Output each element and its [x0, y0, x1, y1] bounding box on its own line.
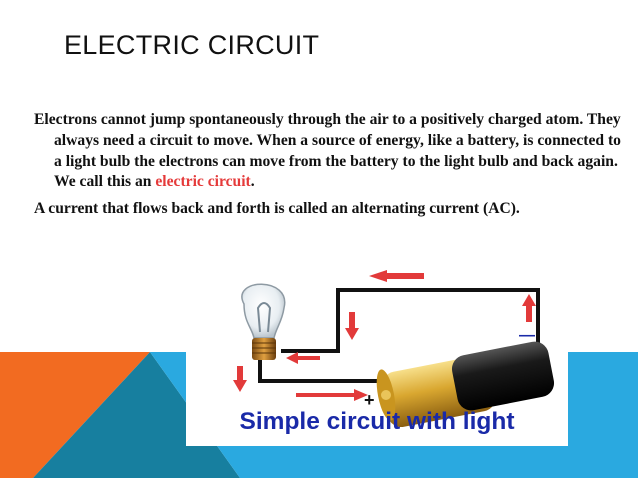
decor-teal-shape — [33, 352, 240, 478]
arrow-top-left — [369, 270, 424, 282]
paragraph-electrons-text: Electrons cannot jump spontaneously thro… — [34, 111, 621, 191]
arrow-left-down — [233, 366, 247, 392]
arrow-bottom-right — [296, 389, 368, 401]
paragraph-electrons: Electrons cannot jump spontaneously thro… — [34, 110, 624, 193]
figure-caption: Simple circuit with light — [239, 408, 515, 435]
circuit-wires — [258, 288, 540, 383]
electric-circuit-term: electric circuit — [155, 173, 251, 191]
body-text: Electrons cannot jump spontaneously thro… — [34, 110, 624, 226]
arrow-middle-down — [345, 312, 359, 340]
wire-bottom — [258, 358, 391, 383]
light-bulb-icon — [241, 283, 286, 360]
slide-title: ELECTRIC CIRCUIT — [64, 30, 320, 60]
paragraph-ac: A current that flows back and forth is c… — [34, 200, 520, 218]
minus-sign: — — [519, 327, 535, 344]
decor-orange-shape — [0, 352, 150, 478]
wire-top — [281, 288, 540, 358]
arrow-icon — [233, 270, 536, 401]
circuit-figure: + — Simple circuit with light — [186, 268, 568, 446]
plus-sign: + — [364, 390, 375, 410]
battery-icon — [376, 341, 555, 427]
circuit-diagram: + — — [233, 270, 555, 427]
paragraph-electrons-end: . — [250, 173, 255, 191]
arrow-right-up — [522, 294, 536, 322]
arrow-wire-left — [286, 352, 320, 364]
